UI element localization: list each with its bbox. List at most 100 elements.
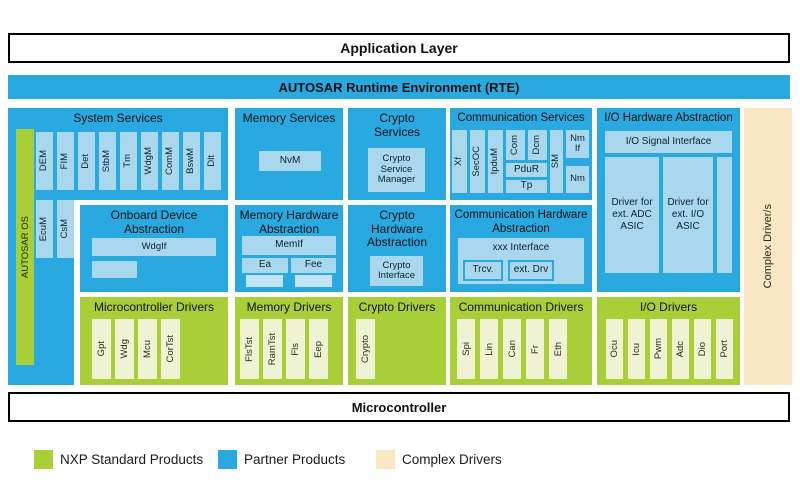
legend: NXP Standard Products Partner Products C…	[0, 449, 800, 471]
module-chip-stbm: StbM	[99, 132, 116, 190]
module-chip-wdg: Wdg	[115, 319, 134, 379]
module-chip-mcu: Mcu	[138, 319, 157, 379]
memory-hw-empty-module-right	[295, 275, 332, 287]
microcontroller-label: Microcontroller	[351, 399, 447, 415]
module-chip-fls: Fls	[286, 319, 305, 379]
module-chip-dcm: Dcm	[528, 130, 547, 160]
module-chip-det: Det	[78, 132, 95, 190]
module-chip-eth: Eth	[549, 319, 567, 379]
module-chip-ea: Ea	[242, 258, 288, 273]
module-chip-memif: MemIf	[242, 236, 336, 255]
module-chip-ecum: EcuM	[36, 200, 53, 258]
communication-hardware-abstraction-block: Communication Hardware Abstraction xxx I…	[450, 205, 592, 292]
autosar-os-bar: AUTOSAR OS	[16, 129, 34, 365]
module-chip-fee: Fee	[291, 258, 336, 273]
legend-swatch-partner-blue	[218, 450, 237, 469]
microcontroller-box: Microcontroller	[8, 392, 790, 422]
module-chip-nm-if: Nm If	[566, 130, 589, 158]
legend-label-nxp: NXP Standard Products	[60, 452, 204, 467]
module-chip-port: Port	[716, 319, 733, 379]
complex-drivers-label: Complex Driver/s	[762, 204, 774, 289]
communication-drivers-block: Communication Drivers Spi Lin Can Fr Eth	[450, 297, 592, 385]
io-hardware-abstraction-title: I/O Hardware Abstraction	[604, 112, 733, 124]
microcontroller-drivers-block: Microcontroller Drivers Gpt Wdg Mcu CorT…	[80, 297, 228, 385]
module-chip-sm: SM	[550, 130, 563, 193]
io-hw-empty-module	[717, 157, 732, 273]
module-chip-crypto-interface: Crypto Interface	[370, 256, 423, 286]
onboard-empty-module	[92, 261, 137, 278]
memory-hardware-abstraction-block: Memory Hardware Abstraction MemIf Ea Fee	[235, 205, 343, 292]
module-chip-ramtst: RamTst	[263, 319, 282, 379]
module-chip-adc: Adc	[672, 319, 689, 379]
memory-services-block: Memory Services NvM	[235, 108, 343, 200]
module-chip-io-signal-interface: I/O Signal Interface	[605, 131, 732, 153]
io-hardware-abstraction-block: I/O Hardware Abstraction I/O Signal Inte…	[597, 108, 740, 292]
module-chip-crypto-service-manager: Crypto Service Manager	[368, 148, 425, 192]
io-drivers-block: I/O Drivers Ocu Icu Pwm Adc Dio Port	[597, 297, 740, 385]
module-chip-trcv: Trcv.	[463, 260, 503, 281]
io-drivers-title: I/O Drivers	[639, 300, 698, 314]
module-chip-xf: Xf	[452, 130, 467, 193]
module-chip-bswm: BswM	[183, 132, 200, 190]
module-chip-fim: FIM	[57, 132, 74, 190]
legend-swatch-nxp-green	[34, 450, 53, 469]
module-chip-tm: Tm	[120, 132, 137, 190]
application-layer-box: Application Layer	[8, 33, 790, 63]
module-chip-pwm: Pwm	[650, 319, 667, 379]
module-chip-spi: Spi	[457, 319, 475, 379]
module-chip-gpt: Gpt	[92, 319, 111, 379]
module-chip-tp: Tp	[506, 180, 547, 193]
module-chip-ext-io-asic-driver: Driver for ext. I/O ASIC	[663, 157, 713, 273]
module-chip-ext-adc-asic-driver: Driver for ext. ADC ASIC	[605, 157, 659, 273]
module-chip-dlt: Dlt	[204, 132, 221, 190]
crypto-hardware-abstraction-block: Crypto Hardware Abstraction Crypto Inter…	[348, 205, 446, 292]
rte-label: AUTOSAR Runtime Environment (RTE)	[278, 79, 520, 95]
module-chip-nvm: NvM	[259, 151, 321, 171]
microcontroller-drivers-title: Microcontroller Drivers	[93, 300, 215, 314]
module-chip-xxx-interface: xxx Interface	[492, 242, 550, 253]
complex-drivers-bar: Complex Driver/s	[744, 108, 792, 385]
crypto-hardware-abstraction-title: Crypto Hardware Abstraction	[366, 208, 428, 249]
crypto-drivers-block: Crypto Drivers Crypto	[348, 297, 446, 385]
crypto-services-block: Crypto Services Crypto Service Manager	[348, 108, 446, 200]
memory-drivers-block: Memory Drivers FlsTst RamTst Fls Eep	[235, 297, 343, 385]
module-chip-ipdum: IpduM	[488, 130, 503, 193]
application-layer-label: Application Layer	[340, 40, 458, 56]
legend-swatch-complex-cream	[376, 450, 395, 469]
system-services-title: System Services	[73, 111, 163, 125]
module-chip-ocu: Ocu	[606, 319, 623, 379]
module-chip-pdur: PduR	[506, 163, 547, 177]
autosar-os-label: AUTOSAR OS	[19, 215, 31, 279]
memory-drivers-title: Memory Drivers	[246, 300, 332, 314]
module-chip-crypto: Crypto	[356, 319, 375, 379]
memory-hardware-abstraction-title: Memory Hardware Abstraction	[239, 208, 339, 236]
module-chip-can: Can	[503, 319, 521, 379]
module-chip-cortst: CorTst	[161, 319, 180, 379]
module-chip-com: Com	[506, 130, 525, 160]
module-chip-csm: CsM	[57, 200, 74, 258]
module-chip-secoc: SecOC	[470, 130, 485, 193]
communication-services-title: Communication Services	[457, 112, 585, 124]
module-chip-dem: DEM	[36, 132, 53, 190]
crypto-drivers-title: Crypto Drivers	[358, 300, 436, 314]
legend-label-complex: Complex Drivers	[402, 452, 502, 467]
module-chip-fr: Fr	[526, 319, 544, 379]
memory-services-title: Memory Services	[242, 111, 336, 125]
module-chip-wdgm: WdgM	[141, 132, 158, 190]
module-chip-comm: ComM	[162, 132, 179, 190]
communication-hardware-abstraction-title: Communication Hardware Abstraction	[454, 209, 588, 235]
module-chip-lin: Lin	[480, 319, 498, 379]
communication-drivers-title: Communication Drivers	[458, 300, 584, 314]
module-chip-dio: Dio	[694, 319, 711, 379]
module-chip-ext-drv: ext. Drv	[508, 260, 554, 281]
crypto-services-title: Crypto Services	[373, 111, 420, 139]
legend-label-partner: Partner Products	[244, 452, 346, 467]
module-chip-eep: Eep	[309, 319, 328, 379]
onboard-device-abstraction-block: Onboard Device Abstraction WdgIf	[80, 205, 228, 292]
rte-bar: AUTOSAR Runtime Environment (RTE)	[8, 75, 790, 99]
memory-hw-empty-module-left	[246, 275, 283, 287]
module-chip-nm: Nm	[566, 166, 589, 193]
communication-services-block: Communication Services Xf SecOC IpduM Co…	[450, 108, 592, 200]
module-chip-wdgif: WdgIf	[92, 238, 216, 256]
